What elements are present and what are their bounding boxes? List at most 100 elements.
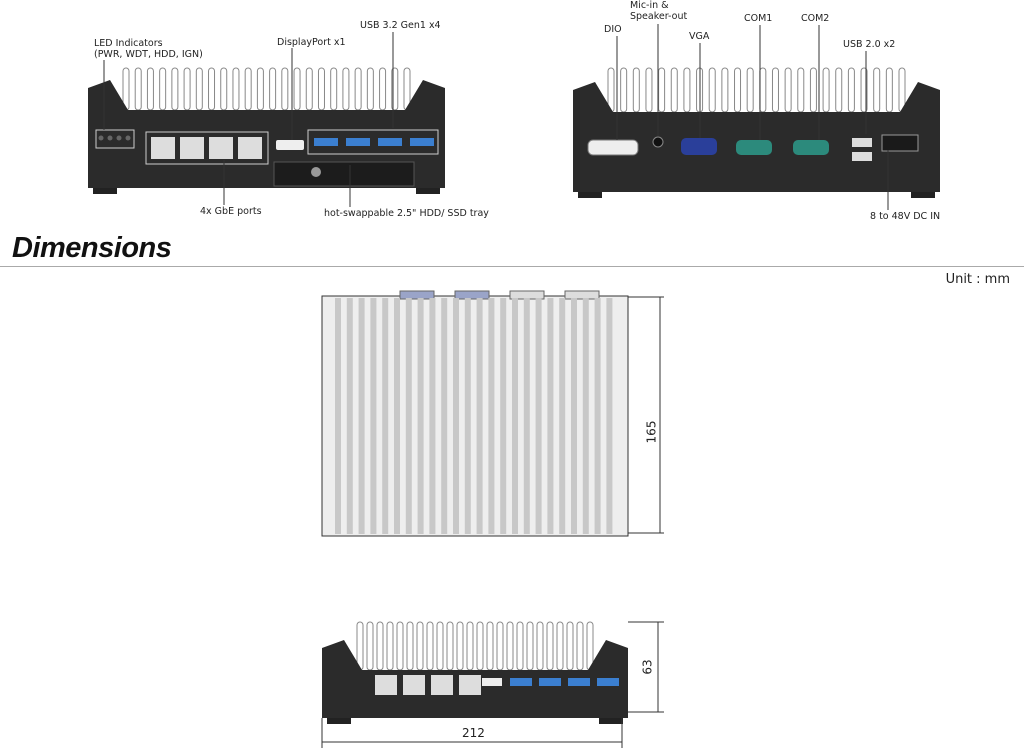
front-view-small-fin <box>446 621 454 671</box>
top-view-connector <box>399 290 435 300</box>
rj45-port <box>459 675 481 695</box>
front-view-small-fin <box>406 621 414 671</box>
front-view-small-fin <box>456 621 464 671</box>
front-view-small-fin <box>376 621 384 671</box>
rear-panel-fin <box>658 67 666 113</box>
rear-panel-fin <box>809 67 817 113</box>
front-panel-fin <box>232 67 240 111</box>
front-view-small-fin <box>496 621 504 671</box>
front-panel-fin <box>305 67 313 111</box>
dio-connector <box>587 139 639 156</box>
unit-label: Unit : mm <box>945 272 1010 287</box>
front-panel-fin <box>354 67 362 111</box>
front-panel-fin <box>342 67 350 111</box>
rj45-port <box>375 675 397 695</box>
top-view-fin <box>594 298 601 534</box>
label-dio: DIO <box>604 24 622 35</box>
usb20-port <box>852 138 872 147</box>
label-tray: hot-swappable 2.5" HDD/ SSD tray <box>324 208 489 219</box>
label-displayport: DisplayPort x1 <box>277 37 346 48</box>
top-view-fin <box>382 298 389 534</box>
rj45-port <box>403 675 425 695</box>
front-view-small-fin <box>476 621 484 671</box>
led-icon <box>107 135 113 141</box>
front-panel-fin <box>195 67 203 111</box>
top-view-fin <box>582 298 589 534</box>
front-panel-fin <box>379 67 387 111</box>
front-view-small-fin <box>366 621 374 671</box>
label-led-detail: (PWR, WDT, HDD, IGN) <box>94 49 203 60</box>
usb32-port <box>568 678 590 686</box>
com2-connector <box>793 140 829 155</box>
rear-panel-fin <box>784 67 792 113</box>
label-usb20: USB 2.0 x2 <box>843 39 896 50</box>
usb32-port <box>410 138 434 146</box>
rear-panel-fin <box>797 67 805 113</box>
rear-panel-fin <box>885 67 893 113</box>
top-view-fin <box>394 298 400 534</box>
top-view-fin <box>417 298 424 534</box>
front-panel-fin <box>269 67 277 111</box>
usb32-port <box>378 138 402 146</box>
dimension-depth: 165 <box>644 420 659 444</box>
section-title: Dimensions <box>12 232 172 264</box>
displayport-port <box>482 678 502 686</box>
front-view-small-foot <box>599 718 623 724</box>
divider <box>0 266 1024 267</box>
rear-panel-fin <box>873 67 881 113</box>
rj45-port <box>209 137 233 159</box>
front-view-small-fin <box>436 621 444 671</box>
front-panel-fin <box>330 67 338 111</box>
label-dc-in: 8 to 48V DC IN <box>870 211 941 222</box>
displayport-port <box>276 140 304 150</box>
led-indicators <box>95 129 135 149</box>
front-panel-foot <box>416 188 440 194</box>
usb32-port <box>346 138 370 146</box>
front-view-small-fin <box>386 621 394 671</box>
label-gbe: 4x GbE ports <box>200 206 262 217</box>
rear-panel-fin <box>822 67 830 113</box>
top-view-fin <box>358 298 365 534</box>
rear-panel-fin <box>746 67 754 113</box>
usb32-group <box>307 129 439 155</box>
top-view-fin <box>346 298 353 534</box>
front-view-small-fin <box>566 621 574 671</box>
label-audio-1: Mic-in & <box>630 0 669 11</box>
top-view-connector <box>564 290 600 300</box>
front-view-small-fin <box>546 621 554 671</box>
top-view-fin <box>559 298 566 534</box>
top-view-fin <box>535 298 542 534</box>
top-view-fin <box>370 298 377 534</box>
front-panel-fin <box>159 67 167 111</box>
front-view-small-fin <box>416 621 424 671</box>
label-audio-2: Speaker-out <box>630 11 688 22</box>
front-panel-body <box>88 80 445 188</box>
front-panel-foot <box>93 188 117 194</box>
top-view-connector <box>454 290 490 300</box>
front-view-small-foot <box>327 718 351 724</box>
front-view-small-fin <box>516 621 524 671</box>
rj45-port <box>238 137 262 159</box>
front-view-small-fin <box>466 621 474 671</box>
top-view-fin <box>429 298 436 534</box>
rear-panel-fin <box>759 67 767 113</box>
front-view-small-fin <box>526 621 534 671</box>
label-com2: COM2 <box>801 13 830 24</box>
front-view-small-fin <box>396 621 404 671</box>
label-vga: VGA <box>689 31 710 42</box>
rear-panel-fin <box>721 67 729 113</box>
front-view-small-fin <box>356 621 364 671</box>
rear-panel-fin <box>847 67 855 113</box>
rear-panel-foot <box>578 192 602 198</box>
front-panel-fin <box>317 67 325 111</box>
vga-connector <box>681 138 717 155</box>
dc-in-connector <box>881 134 919 152</box>
dimension-width: 212 <box>462 726 485 740</box>
front-panel-fin <box>293 67 301 111</box>
front-view-small-fin <box>586 621 594 671</box>
dimension-height: 63 <box>640 659 655 675</box>
rear-panel-fin <box>771 67 779 113</box>
top-view-fin <box>500 298 507 534</box>
top-view-fin <box>547 298 554 534</box>
